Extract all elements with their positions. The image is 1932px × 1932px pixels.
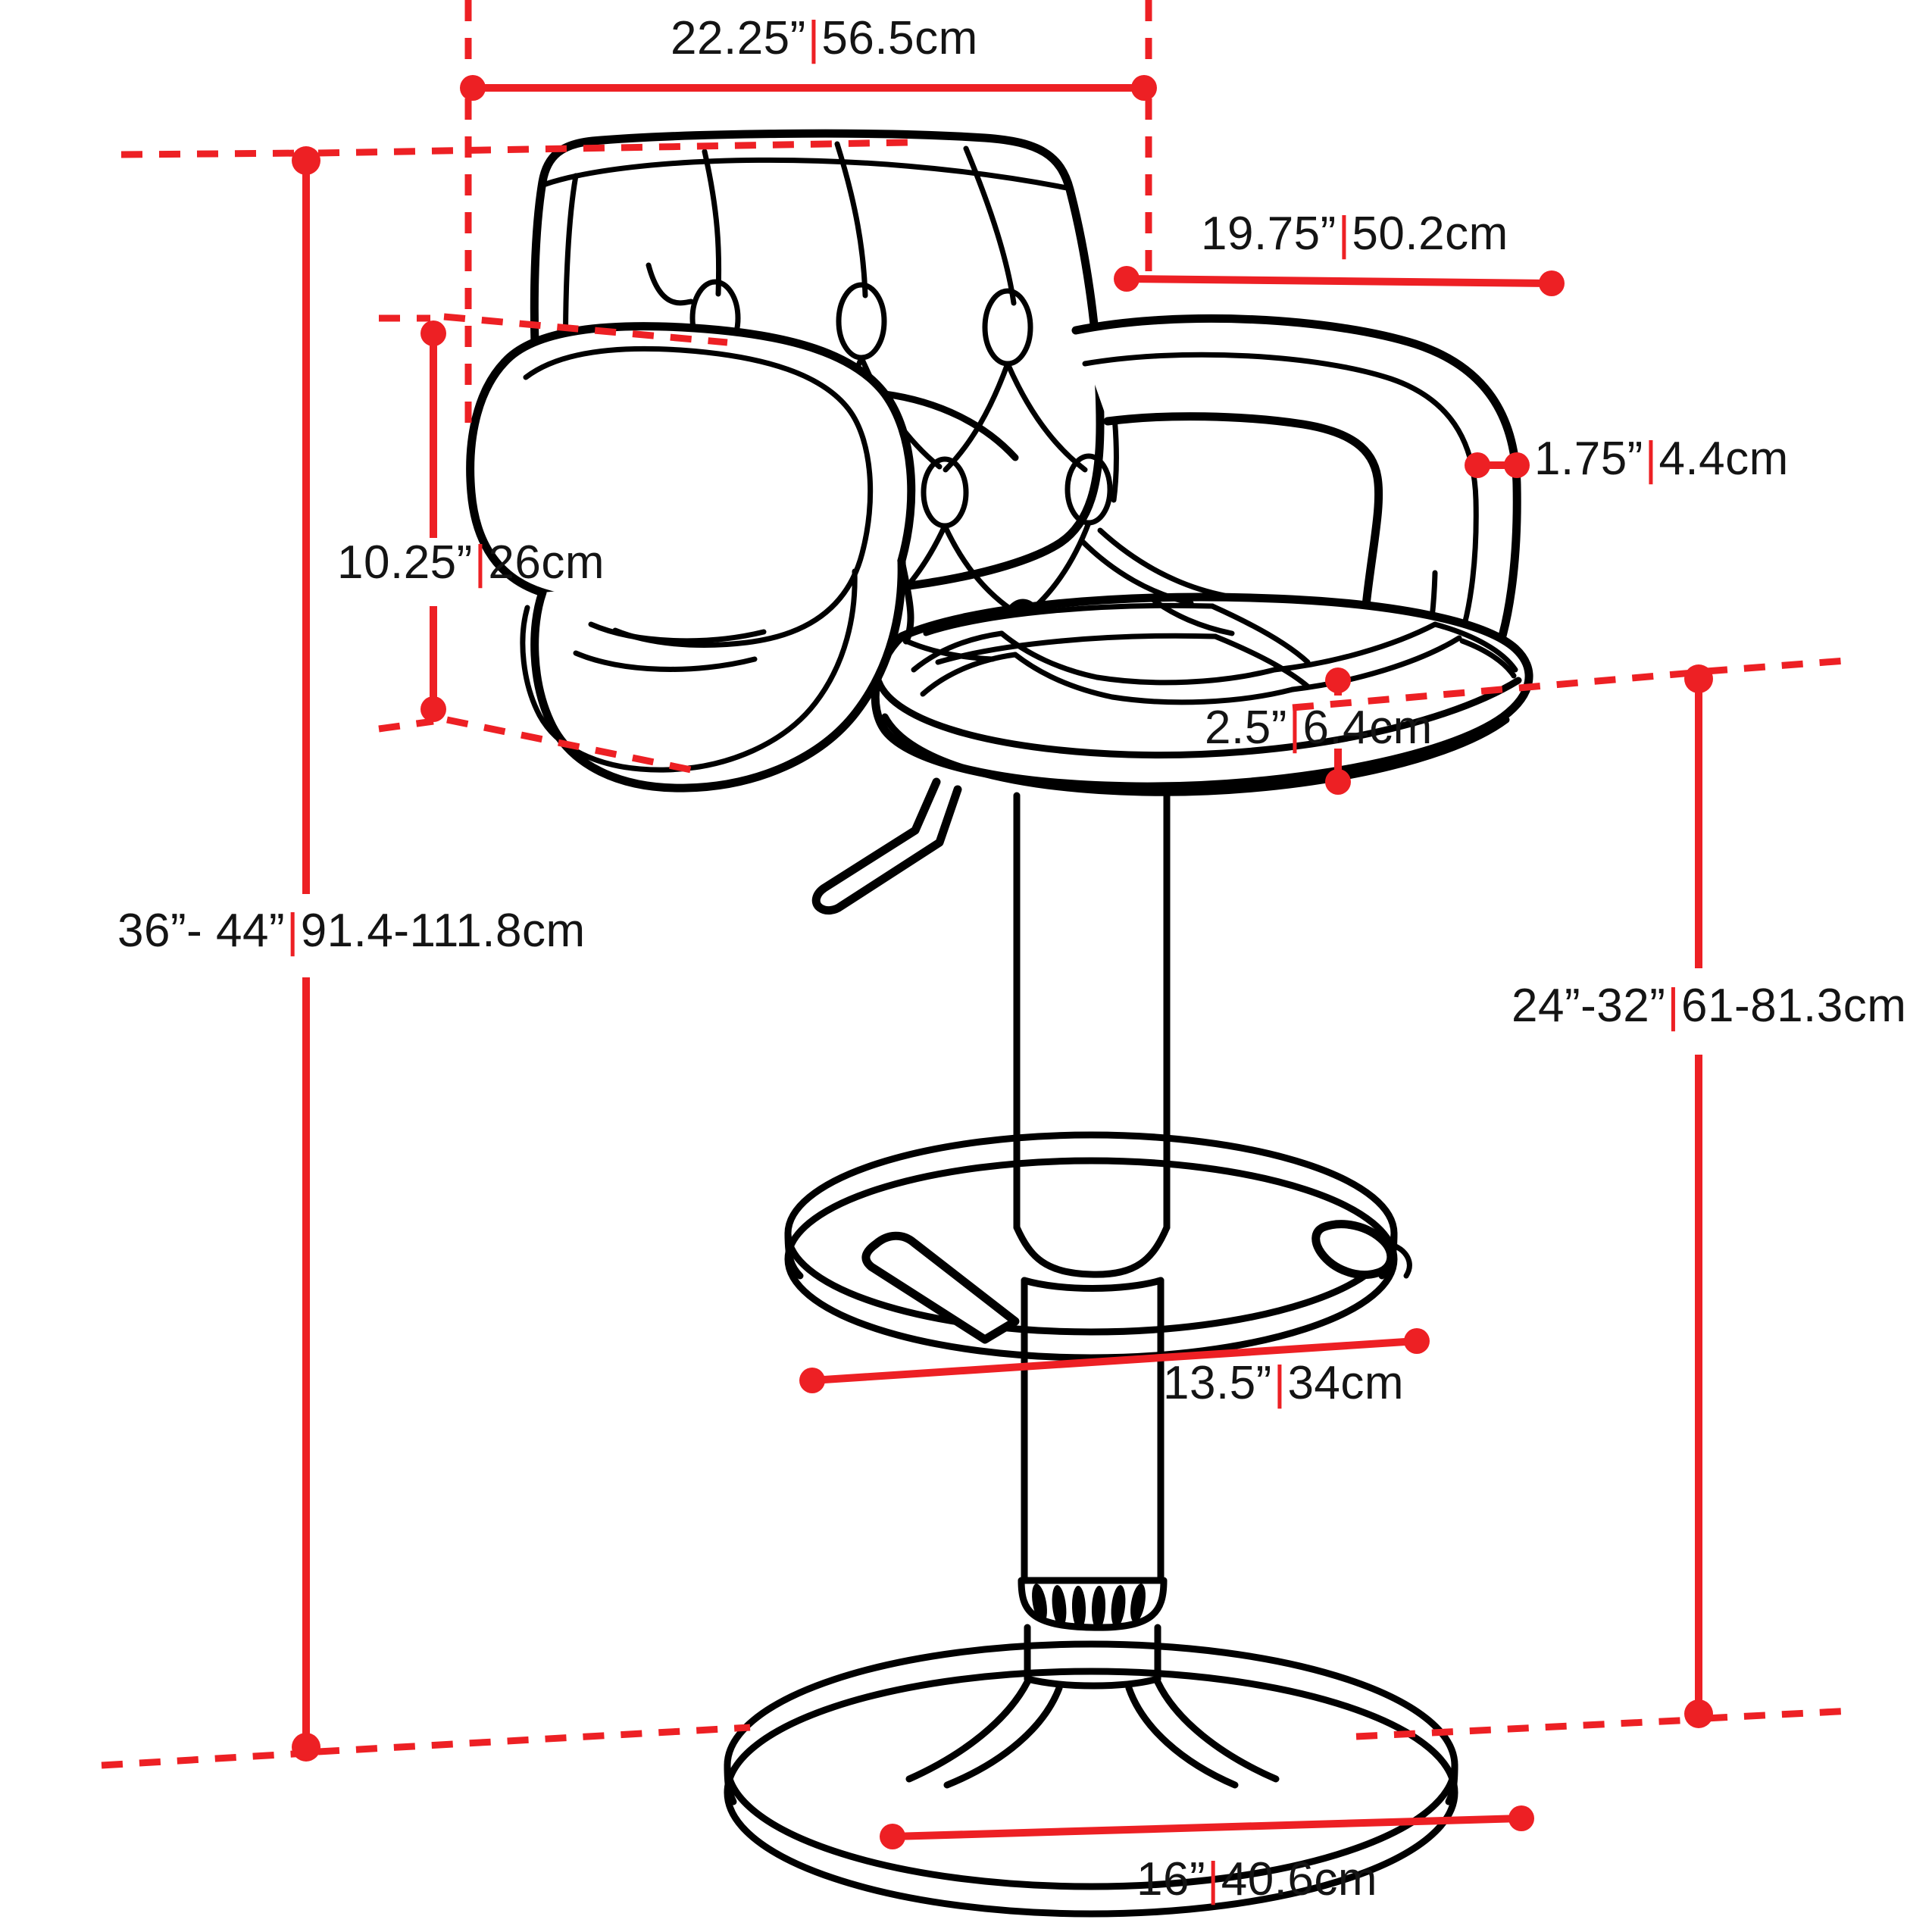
arm-height-metric: 26cm (488, 536, 605, 589)
extension-top-left (120, 139, 910, 158)
overall-width-metric: 56.5cm (821, 12, 978, 64)
footring-diameter-separator: | (1273, 1357, 1286, 1409)
seat-back-connector (903, 527, 1227, 662)
dimension-label-arm-height: 10.25”|26cm (337, 539, 605, 586)
arm-thickness-separator: | (1644, 433, 1658, 485)
dimension-arm-height (378, 313, 728, 774)
dimension-seat-height (1292, 657, 1852, 1740)
dimension-label-footring-diameter: 13.5”|34cm (1163, 1360, 1404, 1407)
dimension-label-overall-width: 22.25”|56.5cm (671, 15, 978, 62)
overall-width-separator: | (807, 12, 821, 64)
dimension-label-base-diameter: 16”|40.6cm (1136, 1856, 1377, 1903)
dimension-label-seat-thickness: 2.5”|6.4cm (1205, 705, 1433, 752)
overall-height-metric: 91.4-111.8cm (300, 905, 586, 957)
seat-cushion (871, 592, 1533, 796)
base-diameter-inches: 16” (1136, 1853, 1206, 1905)
center-column (1013, 789, 1171, 1584)
dimension-overall-width (460, 0, 1157, 424)
seat-thickness-separator: | (1288, 702, 1302, 754)
seat-height-metric: 61-81.3cm (1680, 980, 1907, 1032)
arm-height-inches: 10.25” (337, 536, 473, 589)
arm-thickness-inches: 1.75” (1534, 433, 1643, 485)
dimension-overall-depth (1114, 266, 1565, 296)
seat-thickness-inches: 2.5” (1205, 702, 1287, 754)
footring-diameter-inches: 13.5” (1163, 1357, 1272, 1409)
dimension-footring-diameter (799, 1328, 1430, 1393)
seat-height-separator: | (1667, 980, 1680, 1032)
dimension-base-diameter (880, 1805, 1534, 1849)
base-diameter-separator: | (1207, 1853, 1220, 1905)
gas-lift-lever (811, 777, 962, 915)
armrest-left (466, 322, 1019, 792)
dimension-annotations (101, 0, 1852, 1849)
seat-thickness-metric: 6.4cm (1302, 702, 1433, 754)
arm-thickness-metric: 4.4cm (1658, 433, 1789, 485)
seat-height-inches: 24”-32” (1512, 980, 1666, 1032)
dimension-overall-height (101, 146, 751, 1769)
bar-stool-illustration (466, 129, 1533, 1918)
dimension-seat-thickness (1325, 667, 1351, 795)
footring (784, 1131, 1412, 1361)
overall-width-inches: 22.25” (671, 12, 806, 64)
overall-depth-inches: 19.75” (1201, 208, 1336, 260)
overall-height-inches: 36”- 44” (117, 905, 286, 957)
base-disc (724, 1640, 1458, 1918)
dimension-label-seat-height: 24”-32”|61-81.3cm (1512, 983, 1906, 1030)
overall-height-separator: | (286, 905, 299, 957)
dimension-label-overall-depth: 19.75”|50.2cm (1201, 211, 1508, 258)
dimension-label-arm-thickness: 1.75”|4.4cm (1534, 436, 1789, 483)
overall-depth-separator: | (1337, 208, 1351, 260)
dimension-label-overall-height: 36”- 44”|91.4-111.8cm (117, 908, 586, 955)
fluted-collar (1018, 1577, 1168, 1690)
arm-height-separator: | (474, 536, 487, 589)
base-diameter-metric: 40.6cm (1221, 1853, 1378, 1905)
dimension-arm-thickness (1465, 452, 1530, 478)
footring-diameter-metric: 34cm (1287, 1357, 1405, 1409)
overall-depth-metric: 50.2cm (1352, 208, 1508, 260)
